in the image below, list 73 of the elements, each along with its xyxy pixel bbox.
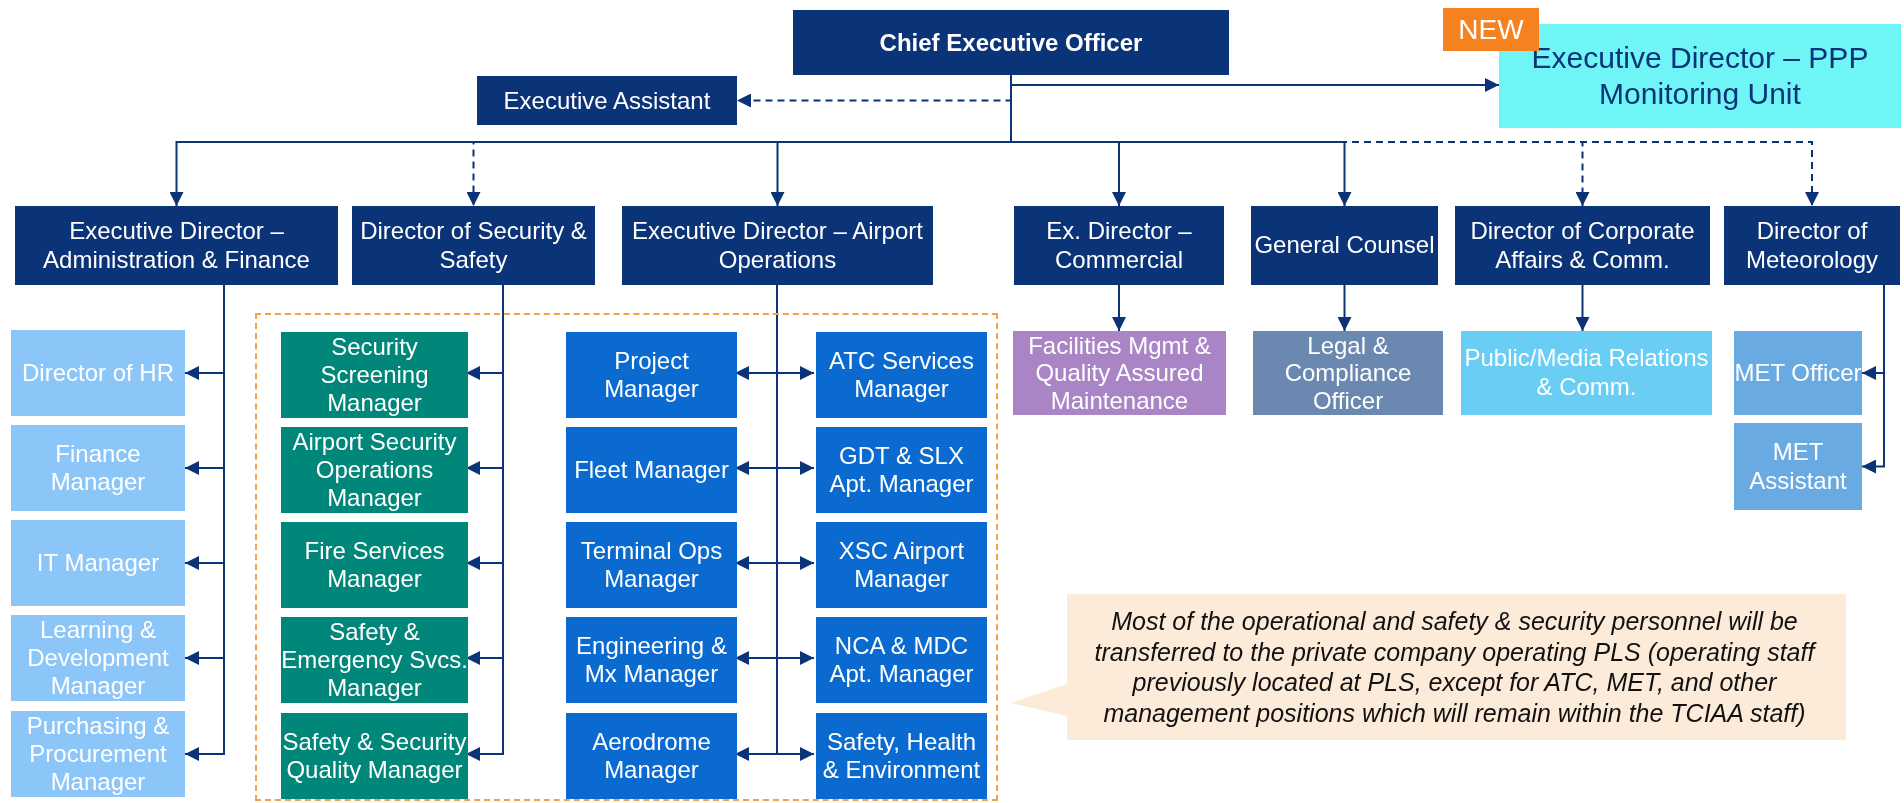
org-box [11,330,185,416]
node-label: Aerodrome Manager [591,727,712,785]
org-box [281,522,468,608]
node-label: General Counsel [1254,231,1435,260]
org-box [352,206,595,285]
org-box [622,206,933,285]
node-label: Safety & Security Quality Manager [281,727,468,785]
org-box [816,713,987,799]
node-label: Legal & Compliance Officer [1283,331,1413,415]
node-label: Executive Director – Administration & Finance [42,216,311,275]
node-label: Executive Director – Airport Operations [631,216,924,275]
node-label: Executive Assistant [503,86,711,115]
node-label: Director of Security & Safety [359,216,588,275]
node-label: XSC Airport Manager [837,536,966,594]
node-label: Terminal Ops Manager [579,536,724,594]
node-label: Purchasing & Procurement Manager [25,711,171,797]
node-label: Learning & Development Manager [26,615,170,701]
org-box [281,713,468,799]
org-box [816,617,987,703]
callout-note [1011,594,1846,740]
dashed-group-outline [255,313,998,801]
node-label: GDT & SLX Apt. Manager [828,441,975,499]
node-label: MET Assistant [1748,437,1848,496]
org-box [477,76,737,125]
node-label: Engineering & Mx Manager [575,631,728,689]
node-label: Director of Corporate Affairs & Comm. [1469,216,1696,275]
org-box [11,615,185,701]
node-label: Safety & Emergency Svcs. Manager [281,617,468,703]
connector-arrow [1112,284,1126,332]
org-box [1734,423,1862,510]
org-box [816,427,987,513]
node-label: MET Officer [1734,358,1862,388]
org-box [566,522,737,608]
node-label: IT Manager [36,548,160,578]
org-box [281,332,468,418]
node-label: Chief Executive Officer [879,28,1143,57]
org-box [566,332,737,418]
new-badge: NEW [1443,8,1539,51]
node-label: Facilities Mgmt & Quality Assured Maintenance [1027,331,1212,415]
node-label: Ex. Director – Commercial [1045,216,1193,275]
org-box [1724,206,1900,285]
node-label: Fleet Manager [574,455,729,485]
node-label: NCA & MDC Apt. Manager [828,631,975,689]
node-label: Airport Security Operations Manager [291,427,458,513]
node-label: Security Screening Manager [319,332,430,418]
org-box [1734,331,1862,415]
org-box [793,10,1229,75]
node-label: Safety, Health & Environment [821,727,982,785]
org-box [1251,206,1438,285]
note-text: Most of the operational and safety & security personnel will be transferred to the private company operating PLS (operating staff previously located at PLS, except for ATC, MET, and other management positions which will remain within the TCIAA staff) [1093,606,1818,728]
org-box [1455,206,1710,285]
node-label: Project Manager [603,346,700,404]
org-box [1014,206,1224,285]
node-label: Finance Manager [49,439,147,497]
connector-arrow [1575,284,1590,332]
org-box [566,713,737,799]
org-box [11,520,185,606]
org-box [816,332,987,418]
org-box [1253,331,1443,415]
org-box [11,425,185,511]
node-label: Director of HR [22,358,174,388]
org-box [566,617,737,703]
node-label: Public/Media Relations & Comm. [1463,344,1710,402]
connector-arrow [1337,284,1352,332]
node-label: Director of Meteorology [1744,216,1880,275]
org-box [566,427,737,513]
org-box [816,522,987,608]
node-label: ATC Services Manager [828,346,975,404]
node-label: Fire Services Manager [303,536,446,594]
org-box [1461,331,1712,415]
connector-arrow [1861,284,1885,474]
org-box [11,711,185,797]
org-box [15,206,338,285]
